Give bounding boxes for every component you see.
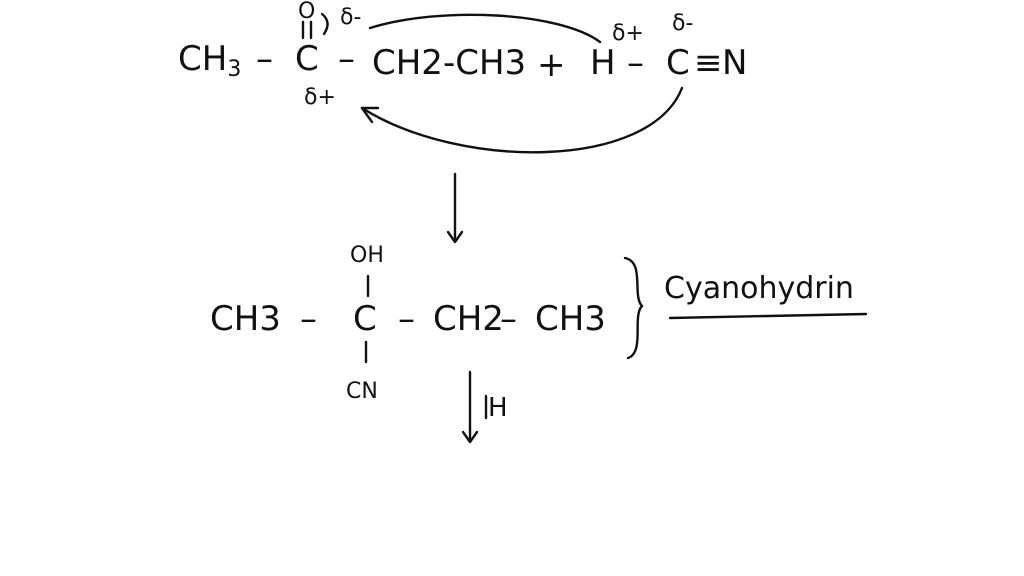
curved-arrow-oxygen-to-hydrogen [368, 13, 602, 44]
cyanohydrin-underline [668, 312, 868, 320]
curved-arrow-cyanide-to-carbon [360, 86, 684, 154]
product-bond-3: – [500, 299, 517, 339]
reaction-arrow-1-head [446, 230, 464, 244]
carbonyl-carbon: C [295, 39, 319, 79]
ethyl-group: CH2-CH3 [372, 43, 526, 83]
nitrile-group: CN [346, 379, 378, 404]
product-ch3-left: CH3 [210, 299, 281, 339]
delta-minus-carbon: δ- [672, 11, 693, 36]
delta-plus-carbon: δ+ [304, 85, 336, 110]
ketone-bond-2: – [338, 39, 355, 79]
hydroxyl-group: OH [350, 243, 384, 268]
product-bond-1: – [300, 299, 317, 339]
curved-arrow-head [360, 106, 380, 124]
product-central-carbon: C [353, 299, 377, 339]
delta-minus-oxygen: δ- [340, 5, 361, 30]
product-ch3-right: CH3 [535, 299, 606, 339]
hcn-bond: – [627, 43, 644, 83]
pi-bond-curved-arrow [320, 12, 329, 36]
curly-brace [623, 256, 644, 360]
hcn-carbon: C [666, 43, 690, 83]
product-bond-2: – [398, 299, 415, 339]
plus-sign: + [537, 45, 566, 85]
hcn-triple-bond: ≡ [694, 43, 723, 83]
hcn-nitrogen: N [722, 43, 747, 83]
ketone-bond-1: – [256, 39, 273, 79]
reagent-label: H [488, 393, 508, 423]
carbonyl-oxygen: O [298, 0, 315, 24]
hcn-hydrogen: H [590, 43, 616, 83]
ketone-ch3-left: CH3 [178, 39, 241, 82]
delta-plus-hydrogen: δ+ [612, 21, 644, 46]
cyanohydrin-label: Cyanohydrin [664, 271, 854, 306]
product-ch2: CH2 [433, 299, 504, 339]
reaction-arrow-2-head [461, 430, 479, 444]
